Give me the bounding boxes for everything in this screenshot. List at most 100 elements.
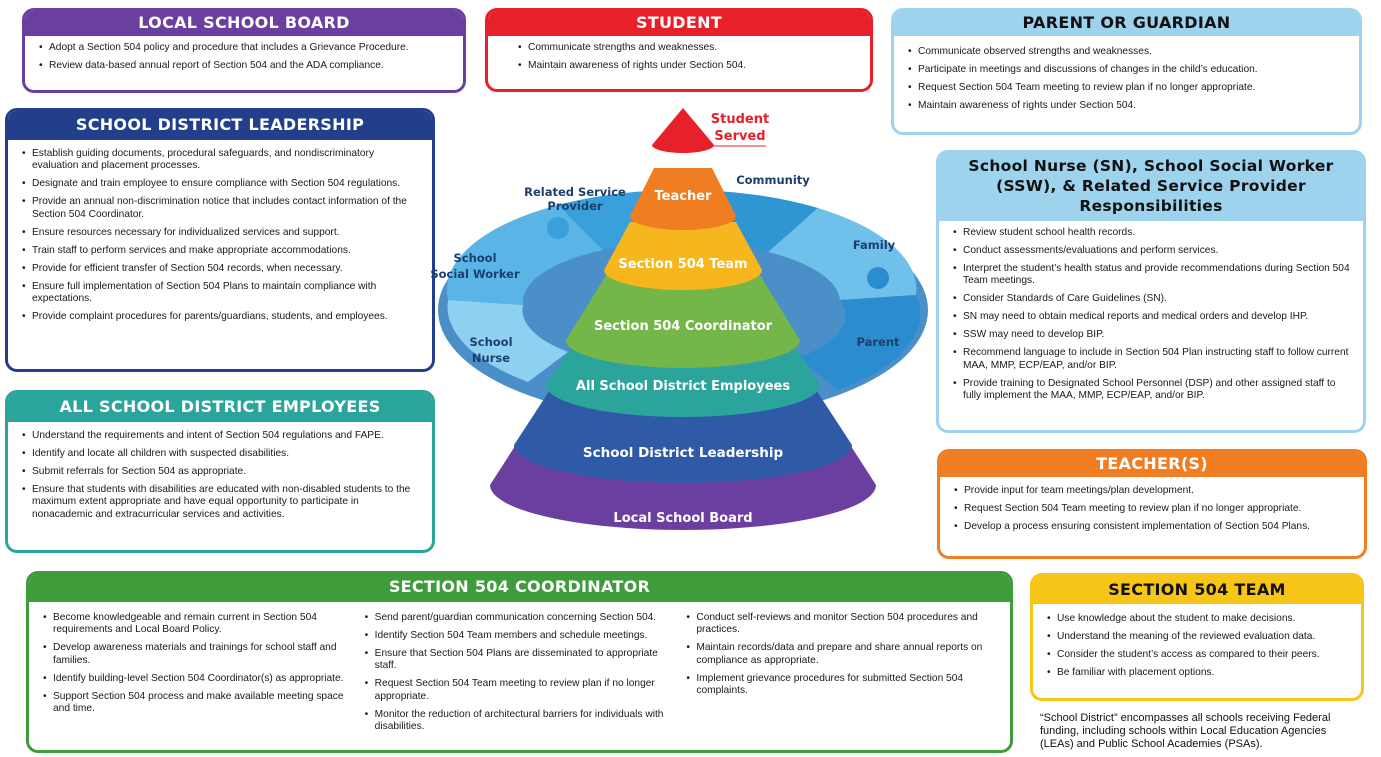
pyramid-tier-504-team (604, 222, 762, 290)
list-item: Provide for efficient transfer of Sectio… (22, 263, 422, 276)
tier-label-504-team: Section 504 Team (618, 257, 747, 272)
list-item: Develop awareness materials and training… (43, 642, 353, 667)
coordinator-column-2: Send parent/guardian communication conce… (365, 612, 675, 739)
list-item: Submit referrals for Section 504 as appr… (22, 466, 422, 479)
school-district-leadership-list: Establish guiding documents, procedural … (22, 148, 422, 324)
teachers-box: TEACHER(S) Provide input for team meetin… (937, 449, 1367, 559)
parent-guardian-list: Communicate observed strengths and weakn… (908, 46, 1349, 113)
all-employees-box: ALL SCHOOL DISTRICT EMPLOYEES Understand… (5, 390, 435, 553)
list-item: Ensure full implementation of Section 50… (22, 281, 422, 306)
list-item: Become knowledgeable and remain current … (43, 612, 353, 637)
section-504-coordinator-box: SECTION 504 COORDINATOR Become knowledge… (26, 571, 1013, 753)
list-item: Communicate observed strengths and weakn… (908, 46, 1349, 59)
list-item: Review data-based annual report of Secti… (39, 60, 453, 73)
list-item: Be familiar with placement options. (1047, 667, 1351, 680)
list-item: Provide input for team meetings/plan dev… (954, 485, 1354, 498)
section-504-coordinator-columns: Become knowledgeable and remain current … (29, 602, 1010, 743)
tier-label-board: Local School Board (613, 511, 752, 526)
list-item: Develop a process ensuring consistent im… (954, 521, 1354, 534)
student-box: STUDENT Communicate strengths and weakne… (485, 8, 873, 92)
school-district-footnote: “School District” encompasses all school… (1040, 712, 1331, 750)
coordinator-column-3: Conduct self-reviews and monitor Section… (686, 612, 996, 739)
tier-label-leadership: School District Leadership (583, 445, 784, 461)
list-item: Ensure that students with disabilities a… (22, 484, 422, 521)
coordinator-column-1: Become knowledgeable and remain current … (43, 612, 353, 739)
tier-label-coordinator: Section 504 Coordinator (594, 319, 773, 334)
ring-label-related-service-1: Related Service (524, 185, 626, 199)
parent-guardian-box: PARENT OR GUARDIAN Communicate observed … (891, 8, 1362, 135)
student-served-label-2: Served (714, 129, 765, 144)
list-item: Participate in meetings and discussions … (908, 64, 1349, 77)
list-item: Consider the student’s access as compare… (1047, 649, 1351, 662)
pyramid-tier-coordinator (566, 272, 800, 368)
student-served-label-1: Student (711, 112, 769, 127)
ring-label-parent: Parent (856, 335, 900, 349)
list-item: Identify Section 504 Team members and sc… (365, 630, 675, 643)
list-item: Ensure resources necessary for individua… (22, 227, 422, 240)
list-item: Request Section 504 Team meeting to revi… (954, 503, 1354, 516)
list-item: Recommend language to include in Section… (953, 347, 1353, 372)
parent-guardian-title: PARENT OR GUARDIAN (894, 11, 1359, 36)
list-item: Conduct assessments/evaluations and perf… (953, 245, 1353, 258)
school-district-leadership-title: SCHOOL DISTRICT LEADERSHIP (8, 111, 432, 140)
pyramid-tier-teacher (630, 168, 736, 230)
ring-label-social-worker-2: Social Worker (430, 267, 520, 281)
list-item: Provide complaint procedures for parents… (22, 311, 422, 324)
list-item: SSW may need to develop BIP. (953, 329, 1353, 342)
local-school-board-list: Adopt a Section 504 policy and procedure… (39, 42, 453, 73)
list-item: Maintain awareness of rights under Secti… (908, 100, 1349, 113)
local-school-board-box: LOCAL SCHOOL BOARD Adopt a Section 504 p… (22, 8, 466, 93)
local-school-board-title: LOCAL SCHOOL BOARD (25, 11, 463, 36)
list-item: Ensure that Section 504 Plans are dissem… (365, 648, 675, 673)
list-item: Identify building-level Section 504 Coor… (43, 673, 353, 686)
ring-label-community: Community (736, 173, 810, 187)
nurse-social-worker-list: Review student school health records. Co… (953, 227, 1353, 403)
pyramid-ring-diagram: Student Served Teacher Section 504 Team … (430, 108, 928, 530)
ring-label-family: Family (853, 238, 896, 252)
list-item: Establish guiding documents, procedural … (22, 148, 422, 173)
student-list: Communicate strengths and weaknesses. Ma… (518, 42, 860, 73)
puzzle-knob (547, 217, 569, 239)
list-item: Maintain records/data and prepare and sh… (686, 642, 996, 667)
tier-label-employees: All School District Employees (576, 379, 790, 394)
list-item: SN may need to obtain medical reports an… (953, 311, 1353, 324)
pyramid-tip-student (652, 108, 714, 153)
list-item: Understand the requirements and intent o… (22, 430, 422, 443)
list-item: Train staff to perform services and make… (22, 245, 422, 258)
list-item: Send parent/guardian communication conce… (365, 612, 675, 625)
list-item: Monitor the reduction of architectural b… (365, 709, 675, 734)
ring-label-related-service-2: Provider (547, 199, 602, 213)
list-item: Provide training to Designated School Pe… (953, 378, 1353, 403)
list-item: Adopt a Section 504 policy and procedure… (39, 42, 453, 55)
ring-label-nurse-1: School (469, 335, 512, 349)
list-item: Communicate strengths and weaknesses. (518, 42, 860, 55)
list-item: Implement grievance procedures for submi… (686, 673, 996, 698)
student-title: STUDENT (488, 11, 870, 36)
ring-label-social-worker-1: School (453, 251, 496, 265)
list-item: Conduct self-reviews and monitor Section… (686, 612, 996, 637)
all-employees-list: Understand the requirements and intent o… (22, 430, 422, 521)
puzzle-knob (807, 219, 829, 241)
list-item: Consider Standards of Care Guidelines (S… (953, 293, 1353, 306)
section-504-coordinator-title: SECTION 504 COORDINATOR (29, 574, 1010, 602)
list-item: Provide an annual non-discrimination not… (22, 196, 422, 221)
puzzle-knob (867, 267, 889, 289)
list-item: Request Section 504 Team meeting to revi… (908, 82, 1349, 95)
nurse-social-worker-title: School Nurse (SN), School Social Worker … (939, 153, 1363, 221)
tier-label-teacher: Teacher (655, 189, 713, 204)
school-district-leadership-box: SCHOOL DISTRICT LEADERSHIP Establish gui… (5, 108, 435, 372)
list-item: Support Section 504 process and make ava… (43, 691, 353, 716)
list-item: Understand the meaning of the reviewed e… (1047, 631, 1351, 644)
teachers-list: Provide input for team meetings/plan dev… (954, 485, 1354, 534)
ring-label-nurse-2: Nurse (472, 351, 510, 365)
list-item: Identify and locate all children with su… (22, 448, 422, 461)
teachers-title: TEACHER(S) (940, 452, 1364, 477)
all-employees-title: ALL SCHOOL DISTRICT EMPLOYEES (8, 393, 432, 422)
puzzle-knob (475, 307, 497, 329)
ring-segment-parent (798, 295, 921, 390)
list-item: Interpret the student’s health status an… (953, 263, 1353, 288)
list-item: Request Section 504 Team meeting to revi… (365, 678, 675, 703)
list-item: Use knowledge about the student to make … (1047, 613, 1351, 626)
section-504-team-box: SECTION 504 TEAM Use knowledge about the… (1030, 573, 1364, 701)
list-item: Review student school health records. (953, 227, 1353, 240)
